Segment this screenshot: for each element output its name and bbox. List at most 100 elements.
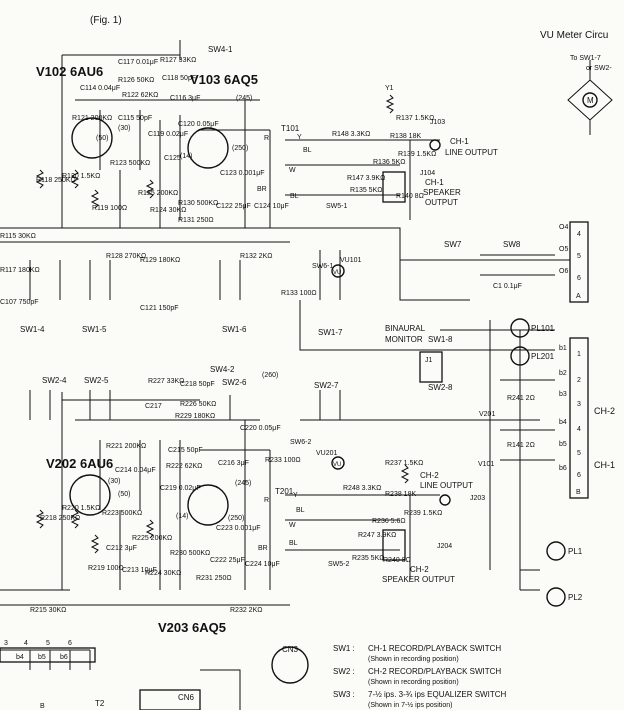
r248-label: R248 3.3KΩ <box>343 485 381 492</box>
cn6-label: CN6 <box>178 693 195 702</box>
r247-label: R247 3.9KΩ <box>358 532 396 539</box>
cn3-label: CN3 <box>282 645 299 654</box>
r237-label: R237 1.5KΩ <box>385 460 423 467</box>
c121-label: C121 150pF <box>140 305 179 312</box>
r126-label: R126 50KΩ <box>118 77 154 84</box>
bottom-b6: b6 <box>60 654 68 661</box>
voltage-labels: (245) (250) (30) (50) (14) (245) (260) (… <box>96 95 278 522</box>
sw2-4-label: SW2-4 <box>42 376 67 385</box>
j204-block <box>382 529 406 561</box>
vu201-meter <box>331 456 345 470</box>
voltage-250b: (250) <box>228 515 244 522</box>
legend-sw3-note: (Shown in 7-½ ips position) <box>368 701 452 709</box>
r235-label: R235 5KΩ <box>352 555 384 562</box>
j1-block <box>419 351 443 383</box>
voltage-30b: (30) <box>108 478 120 485</box>
voltage-245a: (245) <box>236 95 252 102</box>
terminal-b5: b5 <box>559 441 567 448</box>
vu-m-symbol: M <box>587 96 594 105</box>
legend-sw1-note: (Shown in recording position) <box>368 656 459 663</box>
r221-label: R221 200KΩ <box>106 443 146 450</box>
sw4-1-label: SW4-1 <box>208 45 233 54</box>
ch2-speaker-a: CH-2 <box>410 565 429 574</box>
c214-label: C214 0.04μF <box>115 467 156 474</box>
terminal-o6: O6 <box>559 268 568 275</box>
sw6-2-label: SW6-2 <box>290 439 312 446</box>
y-label-bottom: Y <box>293 492 298 499</box>
bottom-3: 3 <box>4 640 8 647</box>
br-label-bottom: BR <box>258 545 268 552</box>
sw1-4-label: SW1-4 <box>20 325 45 334</box>
ch2-side-label: CH-2 <box>594 406 615 416</box>
c107-label: C107 750pF <box>0 299 39 306</box>
tube-v103-envelope <box>187 127 229 169</box>
r215-label: R215 30KΩ <box>30 607 66 614</box>
legend-sw2-key: SW2 : <box>333 667 355 676</box>
terminal-6: 6 <box>577 275 581 282</box>
bottom-b5: b5 <box>38 654 46 661</box>
c220-label: C220 0.05μF <box>240 425 281 432</box>
c115-label: C115 50pF <box>118 115 152 122</box>
r128-label: R128 270KΩ <box>106 253 146 260</box>
c212-label: C212 3μF <box>106 545 137 552</box>
bottom-connector <box>0 647 96 663</box>
legend-sw3-desc: 7-½ ips. 3-¾ ips EQUALIZER SWITCH <box>368 690 506 699</box>
sw6-1-label: SW6-1 <box>312 263 334 270</box>
resistor-labels: R127 33KΩ R126 50KΩ R122 62KΩ R121 200KΩ… <box>0 57 535 614</box>
bottom-5: 5 <box>46 640 50 647</box>
sw5-1-label: SW5-1 <box>326 203 348 210</box>
tube-v203-label: V203 6AQ5 <box>158 620 226 635</box>
c213-label: C213 10μF <box>122 567 157 574</box>
ch2-line-output-b: LINE OUTPUT <box>420 481 473 490</box>
capacitor-labels: C117 0.01μF C118 50pF C114 0.04μF C115 5… <box>0 59 522 574</box>
pl201-label: PL201 <box>531 352 555 361</box>
vu-meter-title: VU Meter Circu <box>540 30 608 41</box>
terminal-o5: O5 <box>559 246 568 253</box>
ch1-speaker-b: SPEAKER <box>423 188 461 197</box>
r238-label: R238 18K <box>385 491 416 498</box>
sw5-2-label: SW5-2 <box>328 561 350 568</box>
t101-label: T101 <box>281 124 300 133</box>
j203-label: J203 <box>470 495 485 502</box>
terminal-b6: b6 <box>559 465 567 472</box>
terminal-o4: O4 <box>559 224 568 231</box>
r-label-bottom: R <box>264 497 269 504</box>
terminal-1: 1 <box>577 351 581 358</box>
sw4-2-label: SW4-2 <box>210 365 235 374</box>
voltage-50b: (50) <box>118 491 130 498</box>
r224-label: R224 30KΩ <box>145 570 181 577</box>
terminal-3: 3 <box>577 401 581 408</box>
c217-label: C217 <box>145 403 162 410</box>
c114-label: C114 0.04μF <box>80 85 120 92</box>
r223-label: R223 500KΩ <box>102 510 142 517</box>
c119-label: C119 0.02μF <box>148 131 188 138</box>
c122-label: C122 25μF <box>216 203 251 210</box>
pl101-lamp <box>510 318 530 338</box>
r219-label: R219 100Ω <box>88 565 124 572</box>
j1-label: J1 <box>425 357 433 364</box>
r131-label: R131 250Ω <box>178 217 214 224</box>
vu201-symbol: VU <box>333 462 341 468</box>
r125-label: R125 200KΩ <box>138 190 178 197</box>
r124-label: R124 30KΩ <box>150 207 186 214</box>
r232-label: R232 2KΩ <box>230 607 262 614</box>
terminal-5: 5 <box>577 253 581 260</box>
terminal-b: B <box>576 489 581 496</box>
r236-label: R236 5.6Ω <box>372 518 406 525</box>
vu201-label: VU201 <box>316 450 338 457</box>
terminal-4b: 4 <box>577 426 581 433</box>
j103-jack <box>429 139 441 151</box>
c124-label: C124 10μF <box>254 203 289 210</box>
tube-v203-envelope <box>187 484 229 526</box>
r138-label: R138 18K <box>390 133 421 140</box>
voltage-30a: (30) <box>118 125 130 132</box>
r127-label: R127 33KΩ <box>160 57 196 64</box>
ch1-speaker-c: OUTPUT <box>425 198 458 207</box>
c216-label: C216 3μF <box>218 460 249 467</box>
vu101-meter <box>331 264 345 278</box>
r129-label: R129 180KΩ <box>140 257 180 264</box>
c218-label: C218 50pF <box>180 381 215 388</box>
c125-label: C125 <box>164 155 181 162</box>
binaural-b: MONITOR <box>385 335 423 344</box>
bottom-4: 4 <box>24 640 28 647</box>
